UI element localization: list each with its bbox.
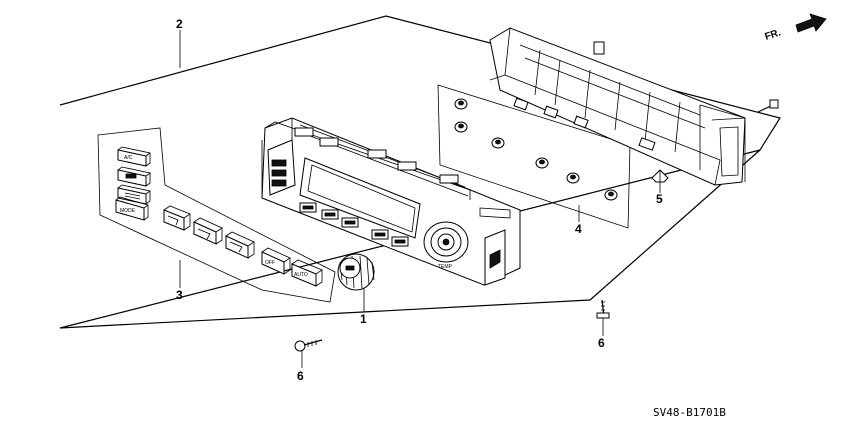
callout-1: 1 [360,312,367,326]
knob-5 [566,172,580,184]
knob-4 [535,157,549,169]
callout-2: 2 [176,17,183,31]
button-mode: MODE [115,196,149,221]
knob-group-boundary [437,84,631,229]
knob-1 [454,98,468,110]
screw-bottom-right [596,299,610,319]
svg-text:A/C: A/C [124,155,133,161]
knob-set [454,98,618,201]
knob-6 [604,189,618,201]
button-set: A/C MODE [115,146,323,287]
callout-6-left: 6 [297,369,304,383]
rear-housing [489,27,746,186]
button-auto: AUTO [291,259,323,287]
leader-lines [179,30,661,368]
callout-5: 5 [656,192,663,206]
button-defrost-rear [117,184,151,205]
callout-4: 4 [575,222,582,236]
temp-label: TEMP [438,264,453,270]
knob-3 [491,137,505,149]
clip-part-5 [651,169,669,183]
screw-bottom-left [294,339,323,352]
screw-top-right [757,99,779,113]
button-foot [225,231,255,259]
button-recirc [117,166,151,187]
front-arrow: FR. [764,13,827,43]
button-group-boundary [97,127,336,303]
control-unit: TEMP [261,117,521,286]
front-label: FR. [764,27,783,43]
callout-3: 3 [176,288,183,302]
button-bilevel [193,217,223,245]
button-off: OFF [261,247,291,275]
fan-knob [337,253,375,291]
callout-6-right: 6 [598,336,605,350]
button-ac: A/C [117,146,151,167]
knob-2 [454,121,468,133]
svg-text:AUTO: AUTO [294,272,308,278]
button-face [163,205,191,231]
svg-text:OFF: OFF [265,260,275,266]
diagram-code: SV48-B1701B [653,406,726,419]
svg-text:MODE: MODE [120,208,136,214]
